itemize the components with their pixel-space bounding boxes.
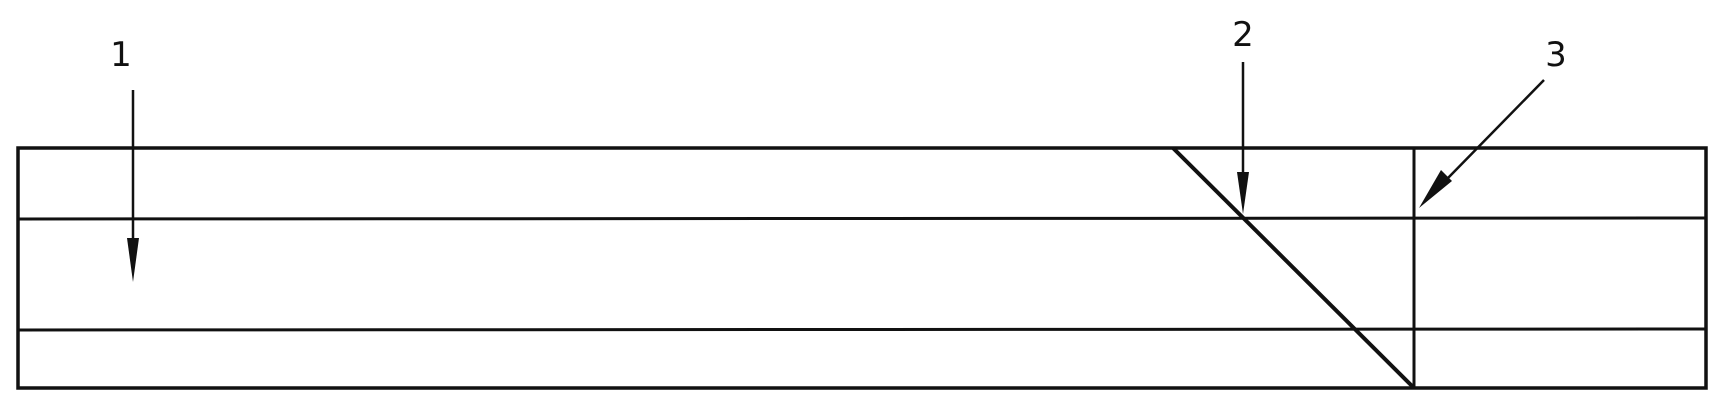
callout-1: 1 — [110, 35, 139, 282]
callout-3: 3 — [1419, 35, 1567, 208]
callout-1-arrowhead — [127, 238, 139, 282]
callout-3-label: 3 — [1545, 35, 1567, 75]
callout-1-label: 1 — [110, 35, 132, 75]
diagonal-cut-line — [1171, 146, 1416, 390]
upper-layer-boundary — [17, 216, 1707, 221]
outer-frame — [16, 146, 1708, 390]
callout-2-label: 2 — [1232, 15, 1254, 55]
callout-3-leader-line — [1447, 79, 1545, 179]
callout-2: 2 — [1232, 15, 1254, 214]
callout-2-arrowhead — [1237, 172, 1249, 214]
callout-3-arrowhead — [1419, 170, 1452, 208]
lower-layer-boundary — [17, 327, 1707, 332]
